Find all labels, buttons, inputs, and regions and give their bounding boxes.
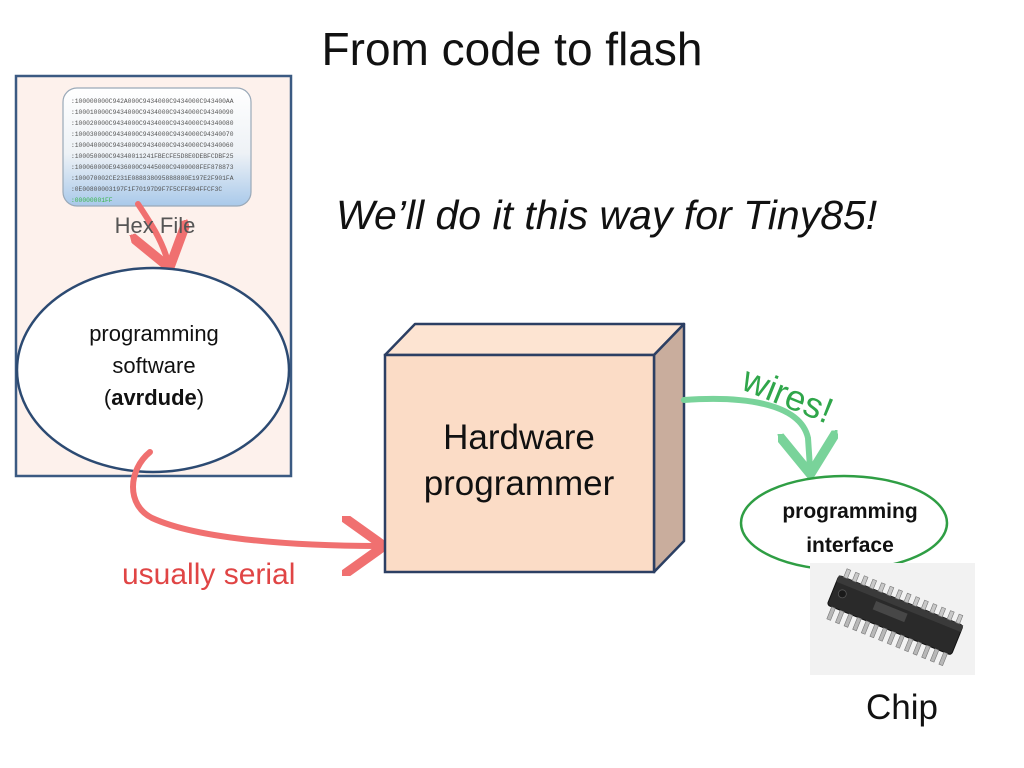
hex-line: :100020000C9434000C9434000C9434000C94340… bbox=[71, 120, 234, 127]
chip-pin bbox=[903, 592, 912, 604]
arrow-software-to-hardware bbox=[130, 449, 378, 546]
chip-pin bbox=[869, 623, 879, 639]
arrow-hex-to-software bbox=[138, 201, 168, 262]
software-line1: programming bbox=[89, 321, 219, 346]
software-open-paren: ( bbox=[103, 385, 112, 410]
interface-line1: programming bbox=[782, 500, 918, 523]
software-ellipse bbox=[15, 266, 291, 474]
slide-subtitle: We’ll do it this way for Tiny85! bbox=[336, 192, 878, 238]
hex-file-card bbox=[62, 87, 252, 207]
chip-image bbox=[810, 563, 975, 675]
chip-pin bbox=[912, 596, 921, 607]
chip-pin bbox=[886, 585, 895, 597]
hex-line: :100040000C9434000C9434000C9434000C94340… bbox=[71, 142, 234, 149]
chip-pin bbox=[895, 634, 905, 649]
chip-label: Chip bbox=[866, 688, 938, 727]
interface-line2: interface bbox=[806, 534, 894, 557]
chip-pin bbox=[843, 568, 852, 580]
hex-line: :100050000C94340011241FBECFE5D8E0DEBFCDB… bbox=[71, 153, 234, 160]
chip-pin bbox=[835, 609, 845, 625]
hardware-label: Hardware programmer bbox=[388, 415, 650, 507]
software-name: avrdude bbox=[111, 385, 197, 410]
hex-line: :100030000C9434000C9434000C9434000C94340… bbox=[71, 131, 234, 138]
chip-pin bbox=[938, 651, 948, 667]
arrow-hardware-to-interface bbox=[681, 395, 810, 468]
chip-pin bbox=[929, 603, 938, 614]
chip-pin bbox=[886, 630, 897, 646]
chip-pin bbox=[877, 582, 886, 593]
hex-file-label: Hex File bbox=[114, 213, 196, 238]
chip-pin bbox=[860, 620, 871, 635]
chip-pin bbox=[826, 606, 836, 621]
chip-pin bbox=[904, 637, 914, 653]
hardware-box-top bbox=[383, 322, 686, 357]
chip-pin bbox=[921, 644, 931, 660]
serial-label: usually serial bbox=[122, 558, 296, 591]
chip-pin bbox=[851, 571, 860, 583]
slide-title: From code to flash bbox=[321, 23, 703, 75]
chip-pin bbox=[929, 648, 940, 663]
chip-pin bbox=[869, 578, 878, 590]
chip-pin bbox=[852, 616, 862, 632]
hex-line: :100000000C942A000C9434000C9434000C94340… bbox=[71, 98, 234, 105]
chip-pin bbox=[920, 599, 929, 611]
interface-label: programming interface bbox=[760, 495, 940, 563]
chip-pin bbox=[946, 610, 955, 621]
chip-pin bbox=[955, 613, 964, 625]
hex-line: :100060000E9436000C9445000C9400008FEF878… bbox=[71, 164, 234, 171]
software-line2: software bbox=[112, 353, 196, 378]
software-line3: (avrdude) bbox=[30, 382, 278, 414]
hex-line: :100010000C9434000C9434000C9434000C94340… bbox=[71, 109, 234, 116]
chip-pin bbox=[895, 589, 903, 600]
hex-file-lines: :100000000C942A000C9434000C9434000C94340… bbox=[71, 98, 234, 204]
hardware-box-front bbox=[383, 353, 656, 574]
hex-line: :00000001FF bbox=[71, 197, 113, 204]
hardware-line1: Hardware bbox=[443, 418, 595, 457]
chip-pin bbox=[860, 575, 869, 586]
chip-pin bbox=[878, 627, 888, 642]
chip-pin bbox=[843, 613, 854, 628]
software-close-paren: ) bbox=[196, 385, 205, 410]
software-label: programming software (avrdude) bbox=[30, 318, 278, 414]
hex-line: :100070002CE231E088838095888880E197E2F90… bbox=[71, 175, 234, 182]
hardware-box-side bbox=[652, 322, 686, 574]
chip-pin bbox=[912, 641, 923, 656]
chip-pin bbox=[938, 606, 946, 618]
hardware-line2: programmer bbox=[423, 464, 615, 503]
hex-line: :0E0080000319​7F1F70197D9F7F5CFF894FFCF3… bbox=[71, 186, 222, 193]
